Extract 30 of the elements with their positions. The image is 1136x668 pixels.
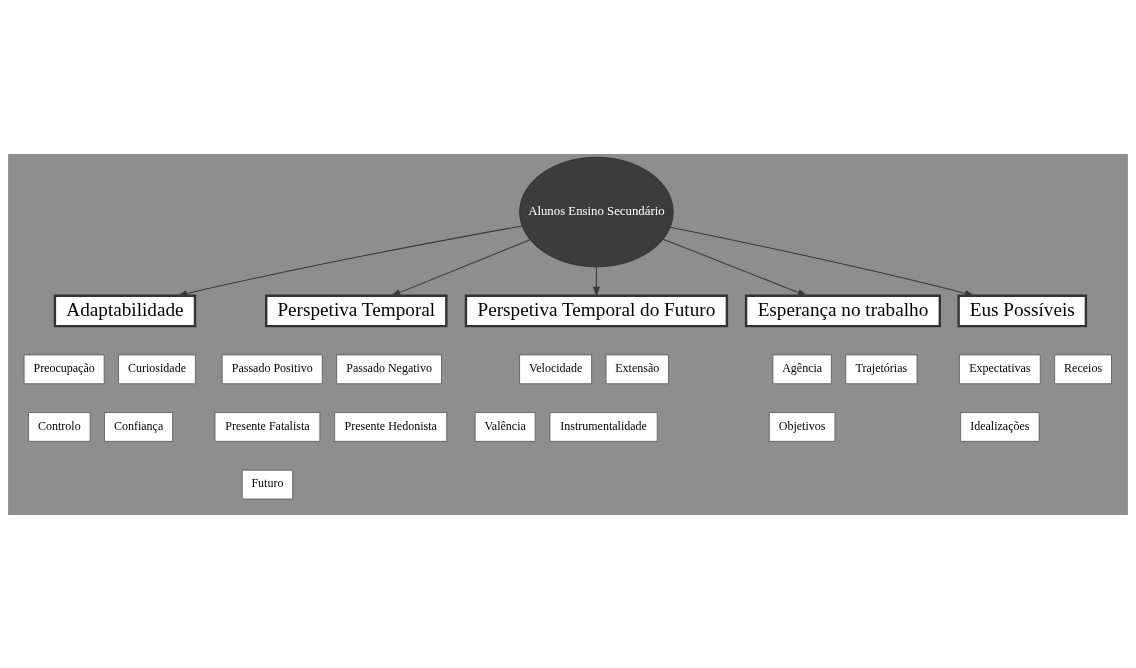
node-box: Idealizações: [960, 411, 1040, 442]
node-box: Expectativas: [959, 354, 1041, 384]
arrow: [669, 226, 975, 297]
node-box: Objetivos: [768, 411, 836, 442]
node-box: Adaptabilidade: [53, 294, 197, 327]
node-ellipse: Alunos Ensino Secundário: [519, 156, 674, 267]
arrow: [177, 224, 523, 297]
node-box: Futuro: [241, 469, 294, 499]
node-box: Passado Negativo: [336, 354, 442, 384]
node-box: Presente Hedonista: [334, 411, 448, 442]
node-box: Eus Possíveis: [957, 294, 1088, 327]
node-box: Presente Fatalista: [214, 411, 321, 442]
node-box: Esperança no trabalho: [744, 294, 941, 327]
node-box: Agência: [772, 354, 832, 384]
arrow: [662, 238, 808, 296]
node-box: Controlo: [28, 411, 91, 442]
node-box: Preocupação: [23, 354, 105, 384]
node-box: Velocidade: [519, 354, 592, 384]
node-box: Trajetórias: [845, 354, 918, 384]
node-box: Confiança: [104, 411, 173, 442]
node-box: Perspetiva Temporal: [265, 294, 448, 327]
node-box: Receios: [1054, 354, 1112, 384]
node-box: Valência: [474, 411, 536, 442]
node-box: Perspetiva Temporal do Futuro: [464, 294, 729, 327]
arrow: [390, 238, 531, 296]
arrow: [592, 265, 600, 297]
node-box: Passado Positivo: [221, 354, 323, 384]
node-box: Instrumentalidade: [549, 411, 658, 442]
node-box: Curiosidade: [118, 354, 196, 384]
node-box: Extensão: [605, 354, 669, 384]
